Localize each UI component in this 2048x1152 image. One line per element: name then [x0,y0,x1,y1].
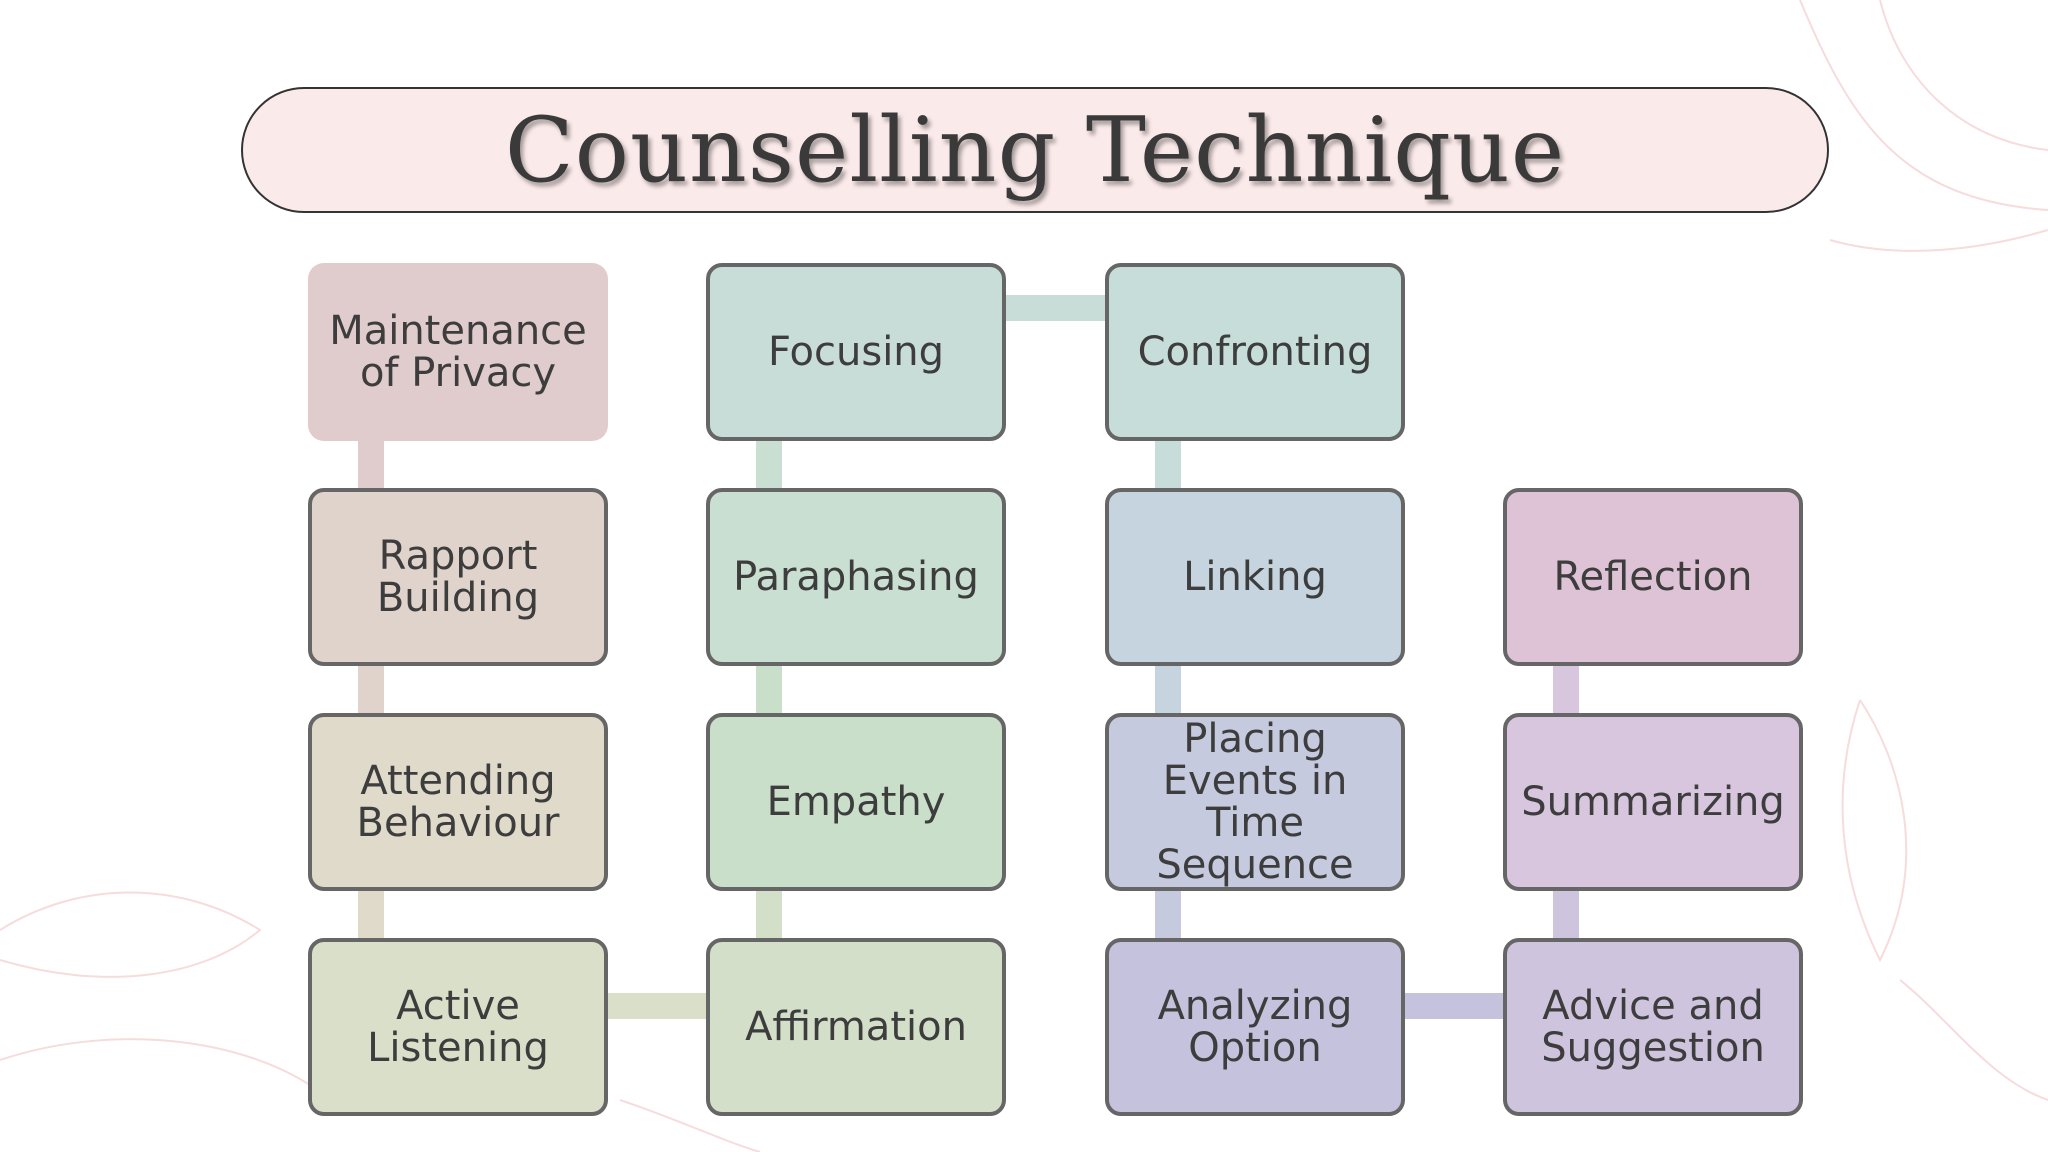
node-label: Advice and Suggestion [1541,983,1765,1071]
page-title: Counselling Technique [504,97,1566,203]
node-analyzing: Analyzing Option [1105,938,1405,1116]
node-label: Summarizing [1521,779,1785,825]
connector-maintenance-rapport [358,435,384,494]
connector-affirmation-empathy [756,885,782,944]
connector-focusing-confronting [1000,295,1111,321]
node-maintenance: Maintenance of Privacy [308,263,608,441]
node-label: Paraphasing [733,554,979,600]
node-label: Placing Events in Time Sequence [1156,716,1354,888]
node-linking: Linking [1105,488,1405,666]
node-active: Active Listening [308,938,608,1116]
node-label: Rapport Building [376,533,540,621]
connector-advice-summarizing [1553,885,1579,944]
node-empathy: Empathy [706,713,1006,891]
connector-linking-placing [1155,660,1181,719]
title-banner: Counselling Technique [241,87,1829,213]
node-label: Focusing [767,329,945,375]
connector-active-affirmation [602,993,712,1019]
connector-attending-active [358,885,384,944]
node-focusing: Focusing [706,263,1006,441]
connector-rapport-attending [358,660,384,719]
connector-placing-analyzing [1155,885,1181,944]
connector-confronting-linking [1155,435,1181,494]
node-reflection: Reflection [1503,488,1803,666]
node-paraphasing: Paraphasing [706,488,1006,666]
node-label: Empathy [766,779,946,825]
connector-empathy-paraphasing [756,660,782,719]
node-label: Reflection [1553,554,1753,600]
node-label: Active Listening [367,983,549,1071]
node-label: Linking [1183,554,1327,600]
connector-analyzing-advice [1399,993,1509,1019]
node-rapport: Rapport Building [308,488,608,666]
node-placing: Placing Events in Time Sequence [1105,713,1405,891]
connector-summarizing-reflection [1553,660,1579,719]
node-summarizing: Summarizing [1503,713,1803,891]
node-label: Analyzing Option [1157,983,1353,1071]
node-affirmation: Affirmation [706,938,1006,1116]
node-label: Maintenance of Privacy [329,308,587,396]
node-label: Attending Behaviour [356,758,560,846]
connector-paraphasing-focusing [756,435,782,494]
node-confronting: Confronting [1105,263,1405,441]
node-attending: Attending Behaviour [308,713,608,891]
node-advice: Advice and Suggestion [1503,938,1803,1116]
node-label: Confronting [1137,329,1373,375]
node-label: Affirmation [745,1004,967,1050]
